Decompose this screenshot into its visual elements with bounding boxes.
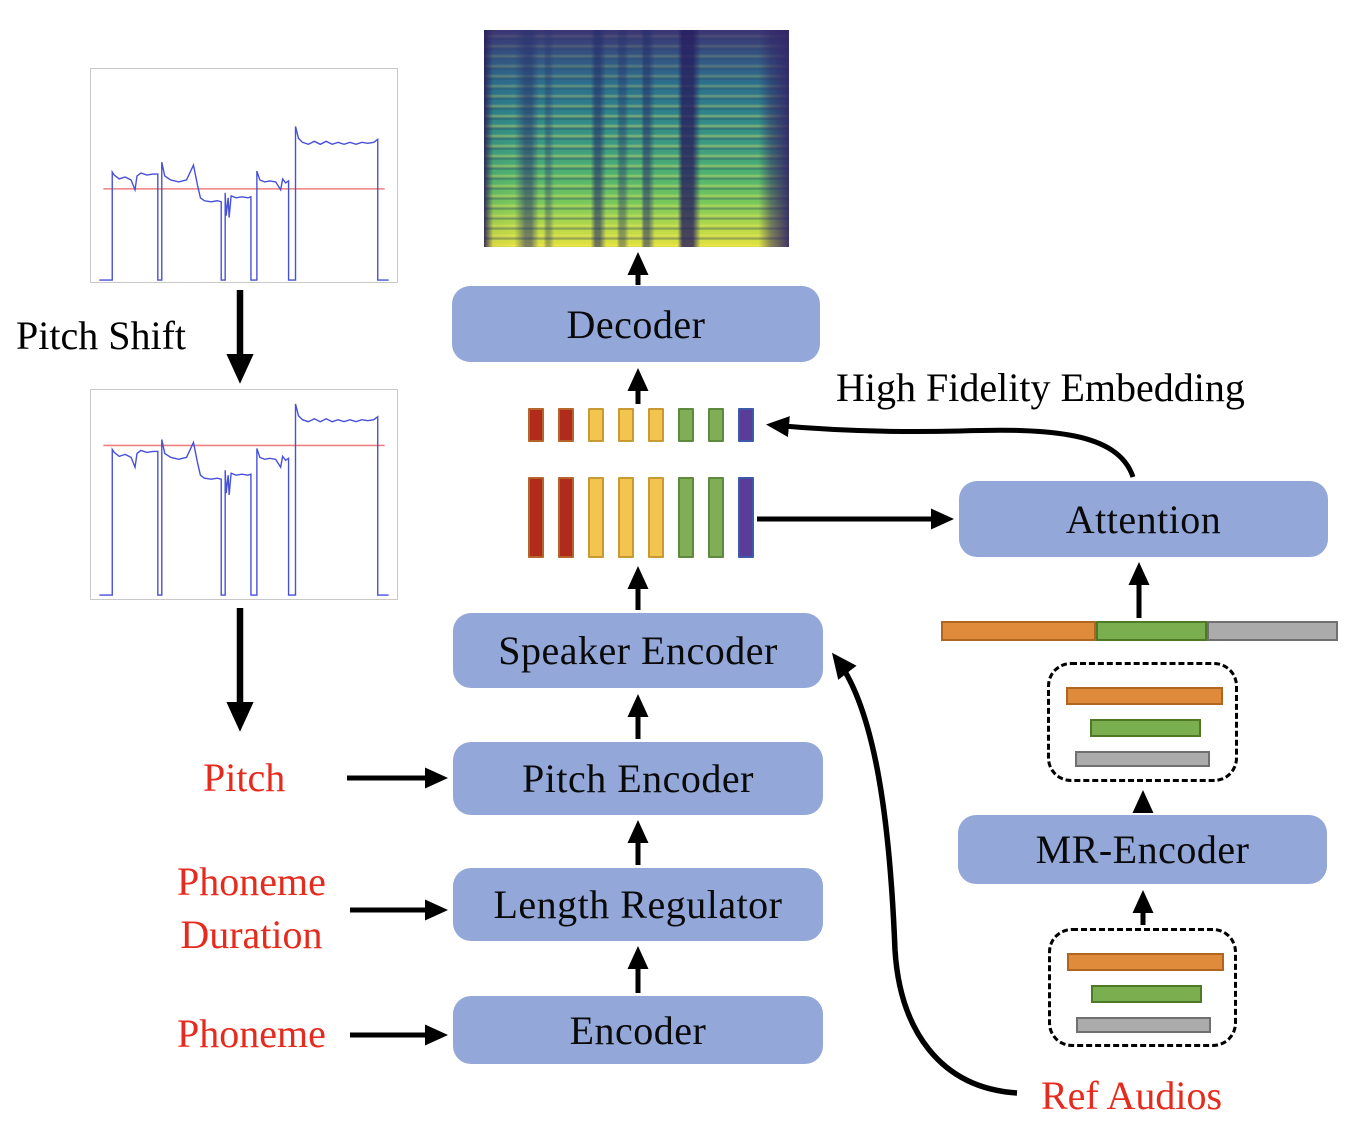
phoneme-duration-input-label: Phoneme Duration bbox=[177, 859, 326, 957]
pitch-plot-original-svg bbox=[99, 126, 389, 281]
embedding-bar-red bbox=[528, 408, 544, 442]
embedding-bar-purple bbox=[738, 477, 754, 558]
audio-bar-green bbox=[1091, 985, 1202, 1003]
decoder-box: Decoder bbox=[452, 286, 820, 362]
pitch-contour bbox=[99, 126, 389, 281]
embedding-bar-red bbox=[558, 477, 574, 558]
audio-bar-orange bbox=[1066, 687, 1223, 705]
ref-audio-stack bbox=[1048, 928, 1237, 1047]
segment-orange bbox=[941, 621, 1096, 641]
pitch-encoder-box: Pitch Encoder bbox=[453, 742, 823, 815]
embedding-bar-purple bbox=[738, 408, 754, 442]
embedding-bar-green bbox=[678, 408, 694, 442]
mr-encoder-box: MR-Encoder bbox=[958, 815, 1327, 884]
speaker-encoder-box: Speaker Encoder bbox=[453, 613, 823, 688]
encoder-box: Encoder bbox=[453, 996, 823, 1064]
concat-embedding-bar bbox=[941, 621, 1338, 641]
audio-bar-gray bbox=[1076, 1017, 1211, 1033]
audio-bar-green bbox=[1090, 719, 1201, 737]
pitch-plot-shifted bbox=[90, 389, 398, 600]
embedding-bar-red bbox=[558, 408, 574, 442]
embedding-bar-yellow bbox=[588, 477, 604, 558]
pitch-plot-shifted-svg bbox=[99, 403, 389, 596]
embedding-bar-green bbox=[678, 477, 694, 558]
embedding-row-short bbox=[528, 408, 754, 442]
embedding-bar-yellow bbox=[618, 408, 634, 442]
embedding-bar-green bbox=[708, 408, 724, 442]
audio-bar-orange bbox=[1067, 953, 1224, 971]
embedding-bar-yellow bbox=[588, 408, 604, 442]
arrow-attention-to-embedding bbox=[766, 416, 1136, 478]
mel-spectrogram bbox=[484, 30, 789, 247]
embedding-bar-yellow bbox=[648, 408, 664, 442]
embedding-bar-red bbox=[528, 477, 544, 558]
pitch-shift-label: Pitch Shift bbox=[16, 313, 187, 358]
ref-audios-label: Ref Audios bbox=[1041, 1073, 1223, 1118]
length-regulator-box: Length Regulator bbox=[453, 868, 823, 941]
phoneme-input-label: Phoneme bbox=[177, 1011, 326, 1056]
pitch-contour bbox=[99, 403, 389, 596]
audio-bar-gray bbox=[1075, 751, 1210, 767]
high-fidelity-embedding-label: High Fidelity Embedding bbox=[836, 365, 1245, 410]
embedding-bar-green bbox=[708, 477, 724, 558]
embedding-bar-yellow bbox=[618, 477, 634, 558]
mr-output-stack bbox=[1047, 662, 1238, 782]
attention-box: Attention bbox=[959, 481, 1328, 557]
embedding-row-tall bbox=[528, 477, 754, 558]
segment-gray bbox=[1206, 621, 1338, 641]
pitch-input-label: Pitch bbox=[203, 755, 286, 800]
pitch-plot-original bbox=[90, 68, 398, 283]
segment-green bbox=[1095, 621, 1207, 641]
embedding-bar-yellow bbox=[648, 477, 664, 558]
